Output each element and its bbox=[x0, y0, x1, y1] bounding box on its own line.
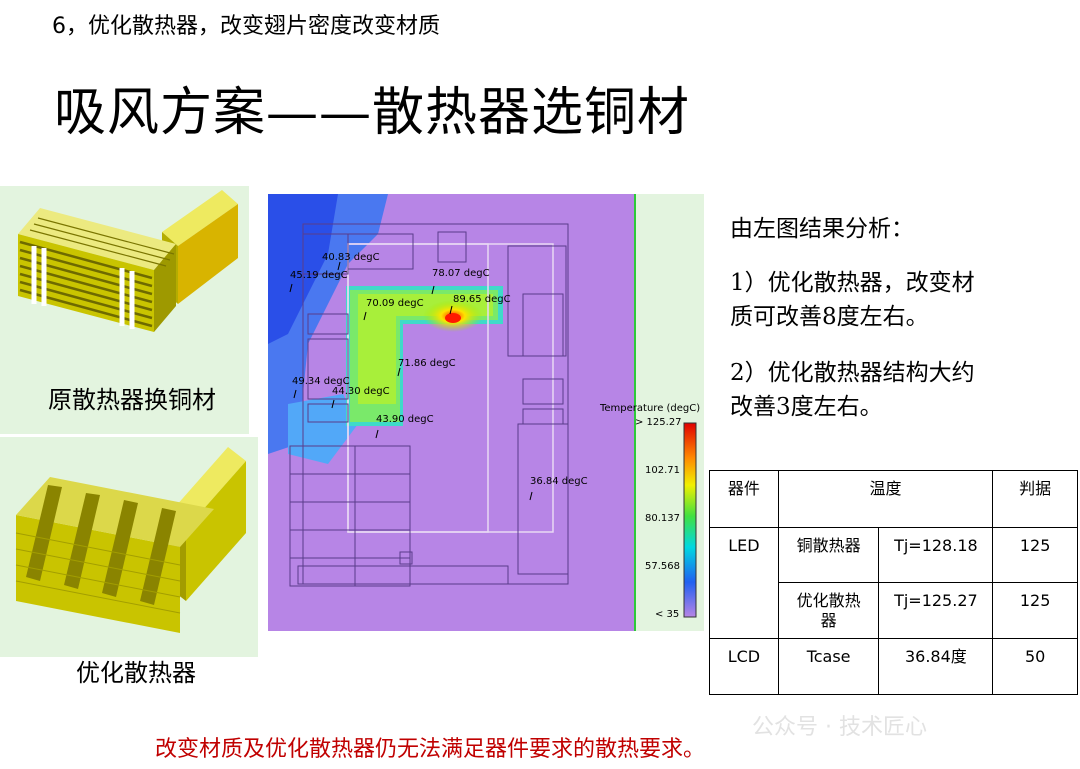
cell-tcase: Tcase bbox=[777, 638, 880, 695]
legend-value: > 125.27 bbox=[635, 417, 682, 428]
analysis-heading: 由左图结果分析： bbox=[730, 216, 914, 242]
table-header-row: 器件 温度 判据 bbox=[709, 470, 1078, 528]
analysis-point-2-line: 改善3度左右。 bbox=[730, 394, 883, 420]
analysis-point-1: 1）优化散热器，改变材 质可改善8度左右。 bbox=[730, 266, 975, 334]
header-part: 器件 bbox=[709, 470, 779, 528]
temp-label: 36.84 degC bbox=[530, 476, 588, 487]
optimized-heatsink-panel: 优化散热器 bbox=[0, 437, 258, 687]
cell-judge2: 125 bbox=[992, 582, 1078, 639]
conclusion-text: 改变材质及优化散热器仍无法满足器件要求的散热要求。 bbox=[155, 737, 706, 762]
cell-judge1: 125 bbox=[992, 527, 1078, 583]
optimized-heatsink-image bbox=[15, 447, 246, 633]
copper-heatsink-image bbox=[18, 190, 238, 332]
temp-label: 44.30 degC bbox=[332, 386, 390, 397]
copper-heatsink-label: 原散热器换铜材 bbox=[48, 386, 216, 414]
cell-optimized-line: 优化散热 bbox=[796, 591, 861, 610]
temperature-color-bar bbox=[683, 422, 697, 618]
temp-label: 45.19 degC bbox=[290, 270, 348, 281]
cell-led: LED bbox=[709, 527, 779, 639]
temp-label: 70.09 degC bbox=[366, 298, 424, 309]
analysis-point-1-line: 1）优化散热器，改变材 bbox=[730, 270, 975, 296]
watermark: 公众号 · 技术匠心 bbox=[752, 715, 927, 740]
cell-tj2: Tj=125.27 bbox=[878, 582, 994, 639]
results-table: 器件 温度 判据 LED 铜散热器 Tj=128.18 125 优化散热 器 T… bbox=[709, 470, 1078, 695]
cell-judge3: 50 bbox=[992, 638, 1078, 695]
legend-value: 102.71 bbox=[645, 465, 680, 476]
legend-value: 57.568 bbox=[645, 561, 680, 572]
slide-title: 吸风方案——散热器选铜材 bbox=[54, 83, 691, 143]
temp-label: 89.65 degC bbox=[453, 294, 511, 305]
cell-tj1: Tj=128.18 bbox=[878, 527, 994, 583]
legend-value: < 35 bbox=[655, 609, 680, 620]
legend-value: 80.137 bbox=[645, 513, 680, 524]
header-judge: 判据 bbox=[992, 470, 1078, 528]
cell-copper: 铜散热器 bbox=[777, 527, 880, 583]
temp-label: 43.90 degC bbox=[376, 414, 434, 425]
analysis-point-2-line: 2）优化散热器结构大约 bbox=[730, 360, 975, 386]
legend-title: Temperature (degC) bbox=[600, 403, 701, 414]
cell-optimized: 优化散热 器 bbox=[777, 582, 880, 639]
table-row: 优化散热 器 Tj=125.27 125 bbox=[710, 582, 1078, 639]
analysis-point-2: 2）优化散热器结构大约 改善3度左右。 bbox=[730, 356, 975, 424]
copper-heatsink-panel: 原散热器换铜材 bbox=[0, 186, 249, 434]
optimized-heatsink-label: 优化散热器 bbox=[76, 659, 196, 687]
temp-label: 40.83 degC bbox=[322, 252, 380, 263]
temp-label: 49.34 degC bbox=[292, 376, 350, 387]
cell-optimized-line: 器 bbox=[820, 611, 837, 630]
temp-label: 71.86 degC bbox=[398, 358, 456, 369]
thermal-simulation-map: 40.83 degC 45.19 degC 78.07 degC 70.09 d… bbox=[268, 194, 634, 631]
table-row: LCD Tcase 36.84度 50 bbox=[709, 638, 1078, 695]
cell-tcase-value: 36.84度 bbox=[878, 638, 994, 695]
analysis-point-1-line: 质可改善8度左右。 bbox=[730, 304, 929, 330]
temp-label: 78.07 degC bbox=[432, 268, 490, 279]
cell-lcd: LCD bbox=[709, 638, 779, 695]
table-row: LED 铜散热器 Tj=128.18 125 bbox=[709, 527, 1078, 639]
slide-subtitle: 6，优化散热器，改变翅片密度改变材质 bbox=[52, 14, 440, 39]
header-temp: 温度 bbox=[777, 470, 994, 528]
